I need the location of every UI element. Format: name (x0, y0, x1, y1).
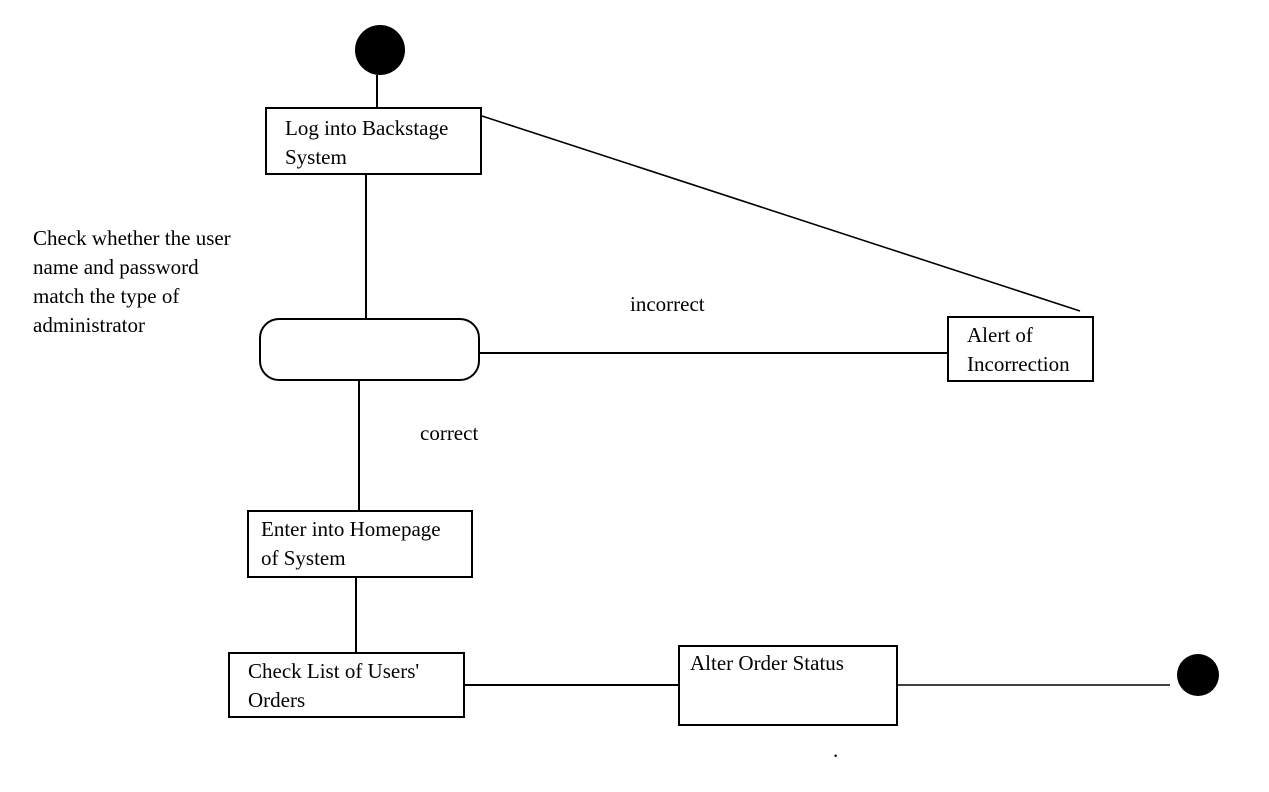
node-alert: Alert of Incorrection (947, 316, 1094, 382)
node-login: Log into Backstage System (265, 107, 482, 175)
end-node (1177, 654, 1219, 696)
decision-note: Check whether the user name and password… (33, 224, 231, 340)
node-alter-status-line-1: Alter Order Status (690, 651, 844, 675)
node-alert-line-2: Incorrection (967, 352, 1070, 376)
node-homepage-line-2: of System (261, 546, 346, 570)
edge-label-incorrect: incorrect (630, 292, 705, 316)
node-homepage-line-1: Enter into Homepage (261, 517, 441, 541)
decision-note-line-2: name and password (33, 255, 199, 279)
node-check-orders: Check List of Users' Orders (228, 652, 465, 718)
node-homepage: Enter into Homepage of System (247, 510, 473, 578)
decision-note-line-1: Check whether the user (33, 226, 231, 250)
node-login-line-1: Log into Backstage (285, 116, 449, 140)
node-login-line-2: System (285, 145, 347, 169)
node-alert-line-1: Alert of (967, 323, 1033, 347)
decision-note-line-4: administrator (33, 313, 145, 337)
edge-label-correct: correct (420, 421, 479, 445)
node-check-orders-line-1: Check List of Users' (248, 659, 420, 683)
stray-mark: . (833, 738, 839, 762)
decision-note-line-3: match the type of (33, 284, 180, 308)
decision-node (259, 318, 480, 381)
start-node (355, 25, 405, 75)
node-alter-status: Alter Order Status (678, 645, 898, 726)
edge-login-to-alert (481, 115, 1081, 312)
node-check-orders-line-2: Orders (248, 688, 306, 712)
